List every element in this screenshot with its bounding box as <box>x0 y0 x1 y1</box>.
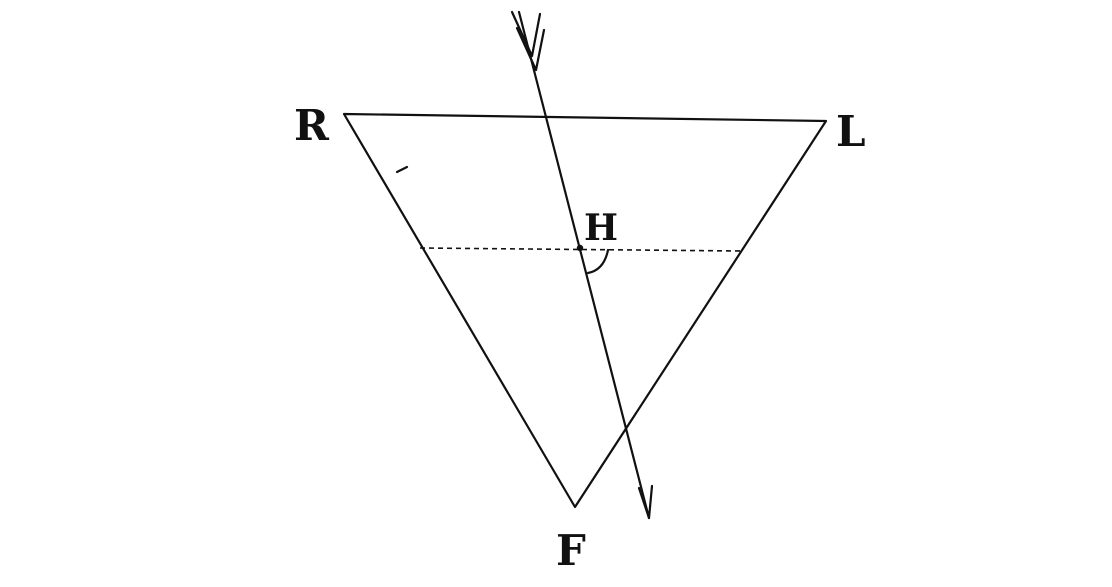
ray-line <box>517 10 651 520</box>
triangle-rlf <box>342 112 828 509</box>
point-h <box>576 244 584 252</box>
vertex-label-l: L <box>836 107 866 156</box>
ray-fletching <box>510 10 546 72</box>
ray-arrowhead <box>637 484 654 520</box>
angle-arc <box>586 248 610 275</box>
vertex-label-r: R <box>294 101 330 150</box>
stray-mark <box>395 165 409 174</box>
point-label-h: H <box>584 207 618 249</box>
vertex-label-f: F <box>556 526 586 575</box>
